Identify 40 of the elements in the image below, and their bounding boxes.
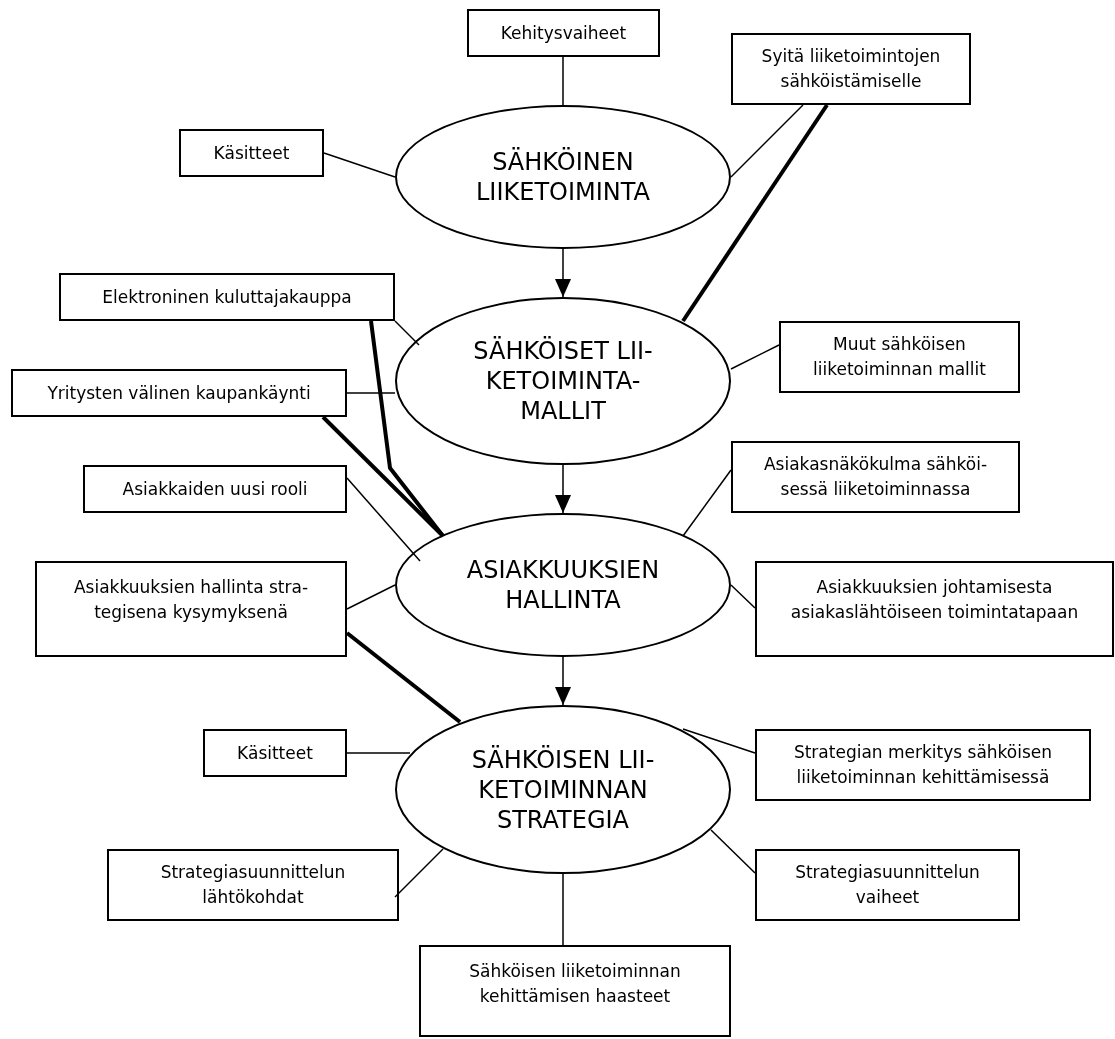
connector-line — [394, 848, 444, 898]
topic-box: Elektroninen kuluttajakauppa — [59, 273, 395, 321]
topic-box: Strategiasuunnittelun lähtökohdat — [107, 849, 399, 921]
topic-box: Syitä liiketoimintojen sähköistämiselle — [731, 33, 971, 105]
connector-line — [323, 152, 396, 178]
connector-line — [682, 728, 756, 754]
topic-ellipse: ASIAKKUUKSIEN HALLINTA — [395, 513, 731, 657]
topic-box: Strategian merkitys sähköisen liiketoiminnan kehittämisessä — [755, 729, 1091, 801]
connector-line — [346, 752, 411, 754]
connector-line — [730, 344, 780, 370]
connector-line — [681, 103, 829, 323]
connector-line — [346, 477, 421, 562]
topic-box: Muut sähköisen liiketoiminnan mallit — [779, 321, 1020, 393]
topic-box: Asiakasnäkökulma sähköi- sessä liiketoiminnassa — [731, 441, 1020, 513]
topic-box: Yritysten välinen kaupankäynti — [11, 369, 347, 417]
arrow — [555, 248, 571, 298]
topic-box: Asiakkuuksien johtamisesta asiakaslähtöiseen toimintatapaan — [755, 561, 1114, 657]
arrow — [555, 464, 571, 514]
topic-box: Kehitysvaiheet — [467, 9, 660, 57]
topic-ellipse: SÄHKÖISET LII- KETOIMINTA- MALLIT — [395, 297, 731, 465]
connector-line — [730, 584, 756, 609]
connector-line — [394, 320, 420, 346]
connector-line — [562, 873, 564, 946]
connector-line — [321, 415, 445, 538]
topic-ellipse: SÄHKÖISEN LII- KETOIMINNAN STRATEGIA — [395, 705, 731, 874]
connector-line — [345, 631, 462, 724]
connector-line — [346, 584, 396, 610]
topic-box: Käsitteet — [203, 729, 347, 777]
connector-line — [346, 392, 396, 394]
connector-line — [562, 56, 564, 106]
connector-line — [682, 469, 732, 537]
topic-box: Käsitteet — [179, 129, 324, 177]
topic-box: Strategiasuunnittelun vaiheet — [755, 849, 1020, 921]
connector-line — [710, 829, 756, 874]
topic-box: Asiakkuuksien hallinta stra- tegisena kysymyksenä — [35, 561, 347, 657]
arrow — [555, 656, 571, 706]
topic-box: Asiakkaiden uusi rooli — [83, 465, 347, 513]
topic-box: Sähköisen liiketoiminnan kehittämisen haasteet — [419, 945, 731, 1037]
topic-ellipse: SÄHKÖINEN LIIKETOIMINTA — [395, 105, 731, 249]
connector-line — [730, 104, 804, 178]
